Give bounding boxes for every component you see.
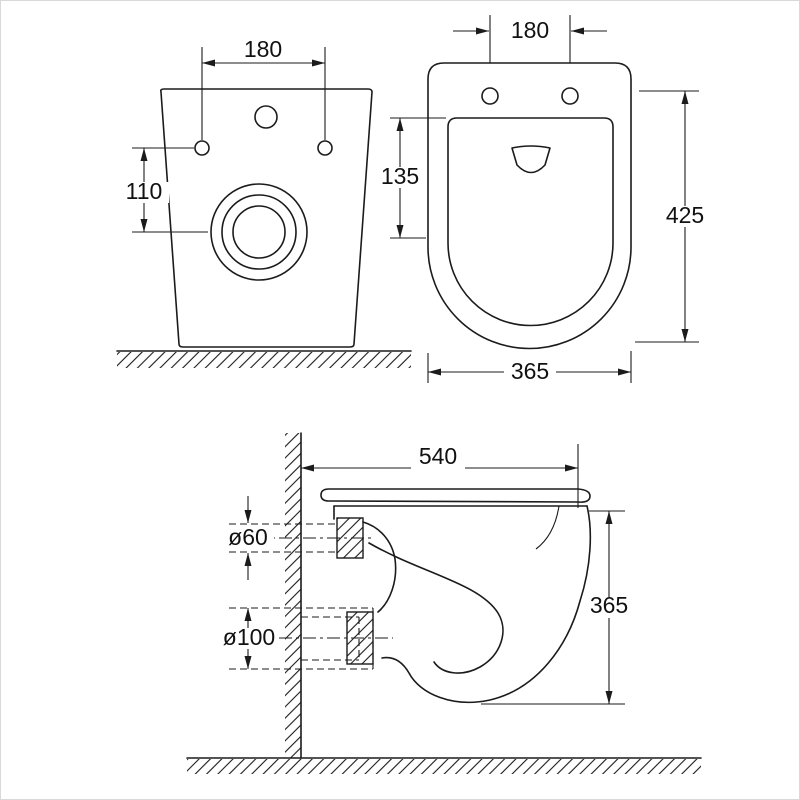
back-right-mount-hole [317,140,333,156]
bowl-back-profile [362,521,397,613]
back-view-ground [116,350,412,368]
seat-lid-profile [320,488,591,503]
bowl-trapway-curve [368,542,504,674]
dim-side-height-label: 365 [590,592,628,618]
top-seat-inner-outline [447,117,614,327]
bowl-inner-rim-curve [535,505,560,550]
dim-back-inlet-offset-label: 110 [126,178,163,204]
top-right-mount-hole [561,87,579,105]
back-view: 180 110 [116,36,412,368]
wall-section [285,432,302,759]
dim-top-seat-inset-label: 135 [381,163,419,189]
top-view: 180 135 425 365 [375,15,710,384]
dim-top-hole-spacing-label: 180 [511,17,549,43]
top-dim-365 [427,351,632,383]
back-left-mount-hole [194,140,210,156]
dim-top-width-label: 365 [511,358,549,384]
inlet-pipe [222,496,375,580]
back-dim-110 [119,147,208,233]
top-dim-425 [635,90,710,343]
back-dim-180-extensions [201,47,326,140]
floor-section [186,757,702,774]
bowl-front-profile [381,505,592,704]
back-top-hole [254,105,278,129]
dim-side-inlet-diameter-label: ø60 [228,524,268,550]
top-dim-135 [375,117,446,239]
side-view: 540 ø60 ø100 365 [186,432,702,774]
dim-top-depth-label: 425 [666,202,704,228]
dim-side-depth-label: 540 [419,443,457,469]
side-dim-365 [481,510,635,705]
dim-side-outlet-diameter-label: ø100 [223,624,275,650]
dim-back-hole-spacing-label: 180 [244,36,282,62]
side-dim-540 [301,444,579,508]
top-flush-outlet-shape [511,145,551,174]
outlet-pipe [219,607,393,670]
top-left-mount-hole [481,87,499,105]
back-drain-circles [210,183,308,281]
